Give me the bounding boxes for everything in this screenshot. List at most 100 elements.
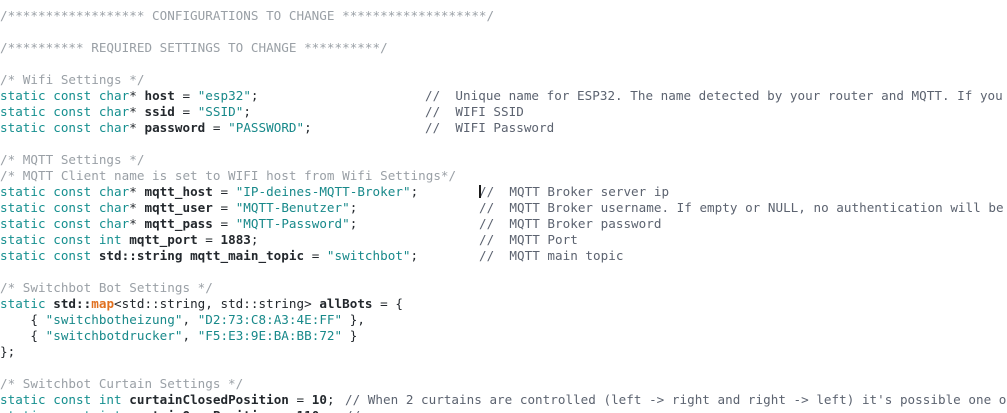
code-line[interactable]: static const char* mqtt_user = "MQTT-Ben… [0,200,357,216]
code-line[interactable]: static const std::string mqtt_main_topic… [0,248,418,264]
code-token-id: mqtt_main_topic [190,248,305,263]
code-line[interactable]: static const int curtainOpenPosition = 1… [0,408,327,413]
code-token-str: "esp32" [197,88,251,103]
code-token-id: allBots [319,296,373,311]
code-token-str: "switchbotheizung" [45,312,183,327]
code-token-cmt: /* MQTT Client name is set to WIFI host … [0,168,457,183]
code-line[interactable]: /********** REQUIRED SETTINGS TO CHANGE … [0,40,388,56]
code-token-kw: static const char [0,184,130,199]
code-token-op: = [212,184,236,199]
code-token-op: ; [319,408,327,413]
comment-text: // WIFI SSID [425,104,524,119]
code-line[interactable]: /* Wifi Settings */ [0,72,144,88]
code-token-id: curtainClosedPosition [129,392,289,407]
code-token-op: } [342,328,358,343]
code-token-op: ; [349,200,358,215]
code-token-op: ; [410,248,419,263]
code-line[interactable]: /* MQTT Client name is set to WIFI host … [0,168,456,184]
code-token-kw: static const int [0,408,122,413]
code-line[interactable]: static const int curtainClosedPosition =… [0,392,335,408]
comment-text: // ... [345,408,391,413]
code-inline-comment[interactable]: // MQTT main topic [479,248,623,264]
code-token-op: <std::string, std::string> [114,296,320,311]
code-token-cmt: /* Wifi Settings */ [0,72,145,87]
code-line[interactable]: static const char* password = "PASSWORD"… [0,120,312,136]
code-token-op: * [129,184,145,199]
code-line[interactable]: /****************** CONFIGURATIONS TO CH… [0,8,494,24]
code-token-id: password [144,120,206,135]
code-token-id: ssid [144,104,175,119]
code-inline-comment[interactable]: // ... [345,408,391,413]
code-line[interactable]: static const char* mqtt_host = "IP-deine… [0,184,418,200]
code-token-id: mqtt_pass [144,216,213,231]
code-token-id: std::string [98,248,183,263]
code-token-id: mqtt_host [144,184,213,199]
code-token-op: ; [326,392,335,407]
code-token-num: 10 [311,392,327,407]
code-token-str: "switchbot" [326,248,411,263]
code-inline-comment[interactable]: // MQTT Broker username. If empty or NUL… [479,200,1007,216]
comment-text: // Unique name for ESP32. The name detec… [425,88,1007,103]
code-token-op: { [0,312,46,327]
code-token-kw: static const [0,248,99,263]
code-token-num: 1883 [220,232,251,247]
code-token-id: curtainOpenPosition [129,408,273,413]
code-token-op: * [129,216,145,231]
code-token-op: = [174,104,198,119]
code-token-op: = [274,408,297,413]
code-token-id: mqtt_user [144,200,213,215]
code-line[interactable]: /* Switchbot Curtain Settings */ [0,376,243,392]
code-inline-comment[interactable]: // Unique name for ESP32. The name detec… [425,88,1007,104]
code-token-str: "IP-deines-MQTT-Broker" [235,184,411,199]
comment-text: // MQTT Port [479,232,578,247]
code-token-cmt: /* MQTT Settings */ [0,152,145,167]
comment-text: // MQTT Broker server ip [479,184,670,199]
code-token-op: , [182,328,198,343]
code-token-cmt: /********** REQUIRED SETTINGS TO CHANGE … [0,40,388,55]
code-inline-comment[interactable]: // MQTT Broker server ip [479,184,669,200]
code-token-op: = [205,120,229,135]
code-token-kw: static const int [0,232,122,247]
code-token-op: ; [410,184,419,199]
code-token-kw: static const char [0,120,130,135]
code-token-op: = [197,232,221,247]
code-line[interactable]: { "switchbotheizung", "D2:73:C8:A3:4E:FF… [0,312,365,328]
code-token-kw: static const char [0,104,130,119]
code-token-op: * [129,120,145,135]
code-token-op: ; [349,216,358,231]
code-token-cmt: /* Switchbot Bot Settings */ [0,280,213,295]
code-line[interactable]: static const int mqtt_port = 1883; [0,232,259,248]
code-inline-comment[interactable]: // MQTT Port [479,232,578,248]
code-token-kw: static const char [0,200,130,215]
code-inline-comment[interactable]: // WIFI Password [425,120,554,136]
code-token-op: * [129,88,145,103]
code-token-kw: static const char [0,88,130,103]
code-token-op: }, [342,312,365,327]
code-token-id: mqtt_port [129,232,198,247]
code-token-cmt: /****************** CONFIGURATIONS TO CH… [0,8,495,23]
code-token-op: = { [372,296,403,311]
code-line[interactable]: static const char* host = "esp32"; [0,88,259,104]
code-token-op: * [129,104,145,119]
code-line[interactable]: static std::map<std::string, std::string… [0,296,403,312]
code-token-op: , [182,312,198,327]
code-token-op: ; [250,232,259,247]
code-line[interactable]: { "switchbotdrucker", "F5:E3:9E:BA:BB:72… [0,328,357,344]
code-token-op: ; [304,120,312,135]
code-line[interactable]: static const char* ssid = "SSID"; [0,104,251,120]
code-token-str: "D2:73:C8:A3:4E:FF" [197,312,343,327]
code-token-kw: static const int [0,392,122,407]
code-line[interactable]: /* Switchbot Bot Settings */ [0,280,213,296]
code-token-op: = [212,216,236,231]
code-inline-comment[interactable]: // WIFI SSID [425,104,524,120]
code-inline-comment[interactable]: // When 2 curtains are controlled (left … [345,392,1007,408]
code-line[interactable]: /* MQTT Settings */ [0,152,144,168]
code-token-cmt: /* Switchbot Curtain Settings */ [0,376,244,391]
code-line[interactable]: }; [0,344,15,360]
code-token-kw: static const char [0,216,130,231]
code-line[interactable]: static const char* mqtt_pass = "MQTT-Pas… [0,216,357,232]
text-cursor-caret [479,185,481,198]
code-inline-comment[interactable]: // MQTT Broker password [479,216,661,232]
code-token-op: ; [250,88,259,103]
